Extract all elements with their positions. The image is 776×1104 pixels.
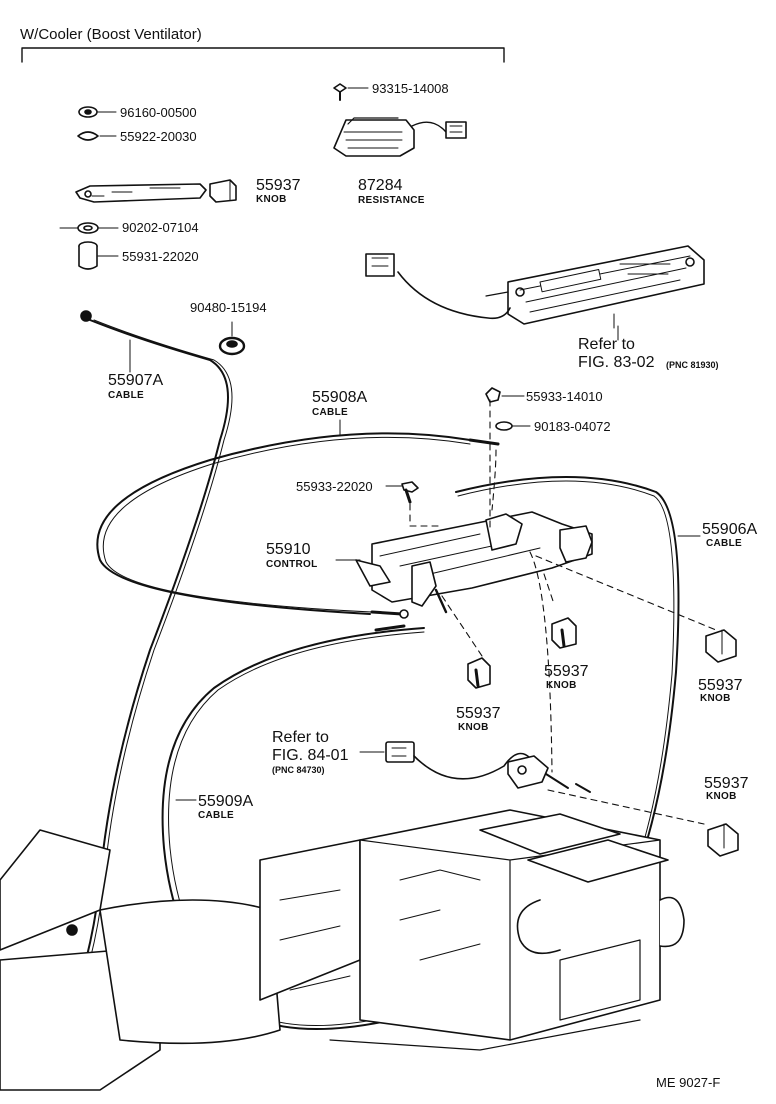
label-55933-22020: 55933-22020 bbox=[296, 479, 373, 494]
label-cable-55907A: CABLE bbox=[108, 390, 144, 401]
label-55937-top: 55937 bbox=[256, 177, 301, 194]
label-resistance: RESISTANCE bbox=[358, 195, 425, 206]
knob-55937-lowright-icon bbox=[707, 823, 739, 857]
ref-83-pnc: (PNC 81930) bbox=[666, 360, 719, 370]
figure-code: ME 9027-F bbox=[656, 1075, 721, 1090]
label-55933-14010: 55933-14010 bbox=[526, 389, 603, 404]
screw-55933-14010-icon bbox=[485, 387, 525, 403]
label-55910: 55910 bbox=[266, 541, 311, 558]
label-90480: 90480-15194 bbox=[190, 300, 267, 315]
knob-55937-right-icon bbox=[705, 629, 737, 663]
label-55937-right: 55937 bbox=[698, 677, 743, 694]
screw-93315-icon bbox=[333, 83, 369, 101]
header-bracket bbox=[21, 47, 505, 63]
ref-84-pnc: (PNC 84730) bbox=[272, 765, 325, 775]
knob-55937-top-icon bbox=[209, 179, 237, 203]
washer-90183-icon bbox=[495, 421, 531, 431]
label-90183: 90183-04072 bbox=[534, 419, 611, 434]
label-knob-top: KNOB bbox=[256, 194, 287, 205]
ref-84-line1: Refer to bbox=[272, 729, 329, 746]
cable-55908A-icon bbox=[96, 419, 500, 619]
label-93315: 93315-14008 bbox=[372, 81, 449, 96]
washer-90202-icon bbox=[77, 222, 119, 234]
label-55922: 55922-20030 bbox=[120, 129, 197, 144]
nut-96160-icon bbox=[78, 106, 117, 118]
label-90202: 90202-07104 bbox=[122, 220, 199, 235]
label-55937-left: 55937 bbox=[456, 705, 501, 722]
label-control: CONTROL bbox=[266, 559, 318, 570]
label-55937-lowright: 55937 bbox=[704, 775, 749, 792]
ref-84-line2: FIG. 84-01 bbox=[272, 747, 349, 764]
label-knob-mid: KNOB bbox=[546, 680, 577, 691]
knob-55937-mid-icon bbox=[551, 617, 577, 649]
resistance-87284-icon bbox=[333, 117, 467, 157]
label-knob-lowright: KNOB bbox=[706, 791, 737, 802]
label-55931: 55931-22020 bbox=[122, 249, 199, 264]
label-87284: 87284 bbox=[358, 177, 403, 194]
label-96160: 96160-00500 bbox=[120, 105, 197, 120]
label-55907A: 55907A bbox=[108, 372, 164, 389]
blower-switch-icon bbox=[359, 741, 591, 793]
screw-55933-22020-icon bbox=[385, 481, 419, 504]
heater-housing-icon bbox=[0, 809, 685, 1091]
lever-plate-icon bbox=[75, 183, 207, 203]
knob-55937-left-icon bbox=[467, 657, 491, 689]
label-knob-right: KNOB bbox=[700, 693, 731, 704]
control-head-unit-icon bbox=[365, 245, 705, 329]
page-title: W/Cooler (Boost Ventilator) bbox=[20, 26, 202, 43]
bushing-55931-icon bbox=[78, 241, 119, 270]
label-55908A: 55908A bbox=[312, 389, 368, 406]
label-knob-left: KNOB bbox=[458, 722, 489, 733]
label-55937-mid: 55937 bbox=[544, 663, 589, 680]
control-55910-icon bbox=[335, 511, 593, 614]
ref-83-line1: Refer to bbox=[578, 336, 635, 353]
label-55906A: 55906A bbox=[702, 521, 758, 538]
label-55909A: 55909A bbox=[198, 793, 254, 810]
label-cable-55908A: CABLE bbox=[312, 407, 348, 418]
label-cable-55906A: CABLE bbox=[706, 538, 742, 549]
grommet-90480-icon bbox=[218, 321, 246, 356]
clip-55922-icon bbox=[77, 131, 117, 141]
ref-83-line2: FIG. 83-02 bbox=[578, 354, 655, 371]
label-cable-55909A: CABLE bbox=[198, 810, 234, 821]
